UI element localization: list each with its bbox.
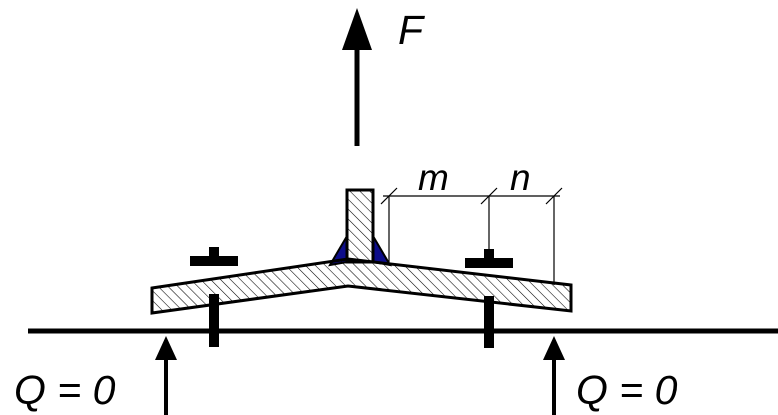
reaction-arrow-left <box>155 336 177 415</box>
tee-stem <box>345 188 375 264</box>
dimension-n-label: n <box>510 157 531 198</box>
flange-plate <box>150 257 573 315</box>
weld-right <box>372 232 392 267</box>
reaction-left-label: Q = 0 <box>14 367 116 413</box>
dimension-lines <box>380 187 563 285</box>
reaction-arrow-right <box>543 336 565 415</box>
force-label: F <box>398 7 425 53</box>
bolt-left <box>190 247 238 347</box>
force-arrow <box>342 8 372 146</box>
dimension-m-label: m <box>418 157 449 198</box>
reaction-right-label: Q = 0 <box>576 367 678 413</box>
